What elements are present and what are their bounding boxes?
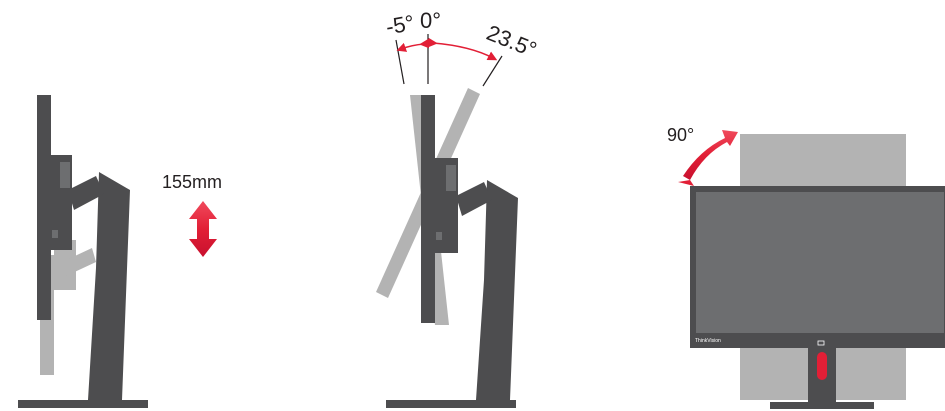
pivot-power-indicator — [817, 340, 825, 346]
height-double-arrow — [189, 201, 217, 257]
height-stand-column — [88, 172, 130, 400]
pivot-rotation-arrow — [683, 130, 738, 180]
height-monitor-back — [50, 155, 72, 250]
height-monitor-panel — [37, 95, 51, 320]
pivot-angle-label: 90° — [667, 125, 694, 145]
pivot-stand-base — [770, 402, 874, 409]
pivot-rotation-arrow-tail — [678, 180, 694, 186]
tilt-arc-minus5 — [396, 38, 430, 52]
tilt-label-minus5: -5° — [384, 10, 416, 40]
tilt-ref-line-23 — [482, 55, 503, 87]
pivot-stand-cable-hole — [817, 352, 827, 380]
height-hinge-arm — [68, 176, 104, 210]
tilt-arc-23 — [427, 37, 498, 61]
tilt-stand-column — [476, 180, 518, 400]
tilt-monitor-back — [434, 158, 458, 253]
tilt-label-23: 23.5° — [483, 20, 540, 63]
tilt-hinge-arm — [456, 182, 492, 216]
tilt-ref-line-minus5 — [395, 39, 405, 85]
height-label: 155mm — [162, 172, 222, 192]
height-stand-base — [18, 400, 148, 408]
pivot-figure: ThinkVision 90° — [667, 125, 945, 409]
tilt-stand-base — [386, 400, 516, 408]
tilt-figure: -5° 0° 23.5° — [376, 8, 540, 408]
tilt-label-0: 0° — [420, 8, 441, 33]
pivot-landscape-screen — [696, 192, 944, 333]
pivot-brand-label: ThinkVision — [695, 338, 721, 344]
height-adjust-figure: 155mm — [18, 95, 222, 408]
tilt-monitor-panel — [421, 95, 435, 323]
